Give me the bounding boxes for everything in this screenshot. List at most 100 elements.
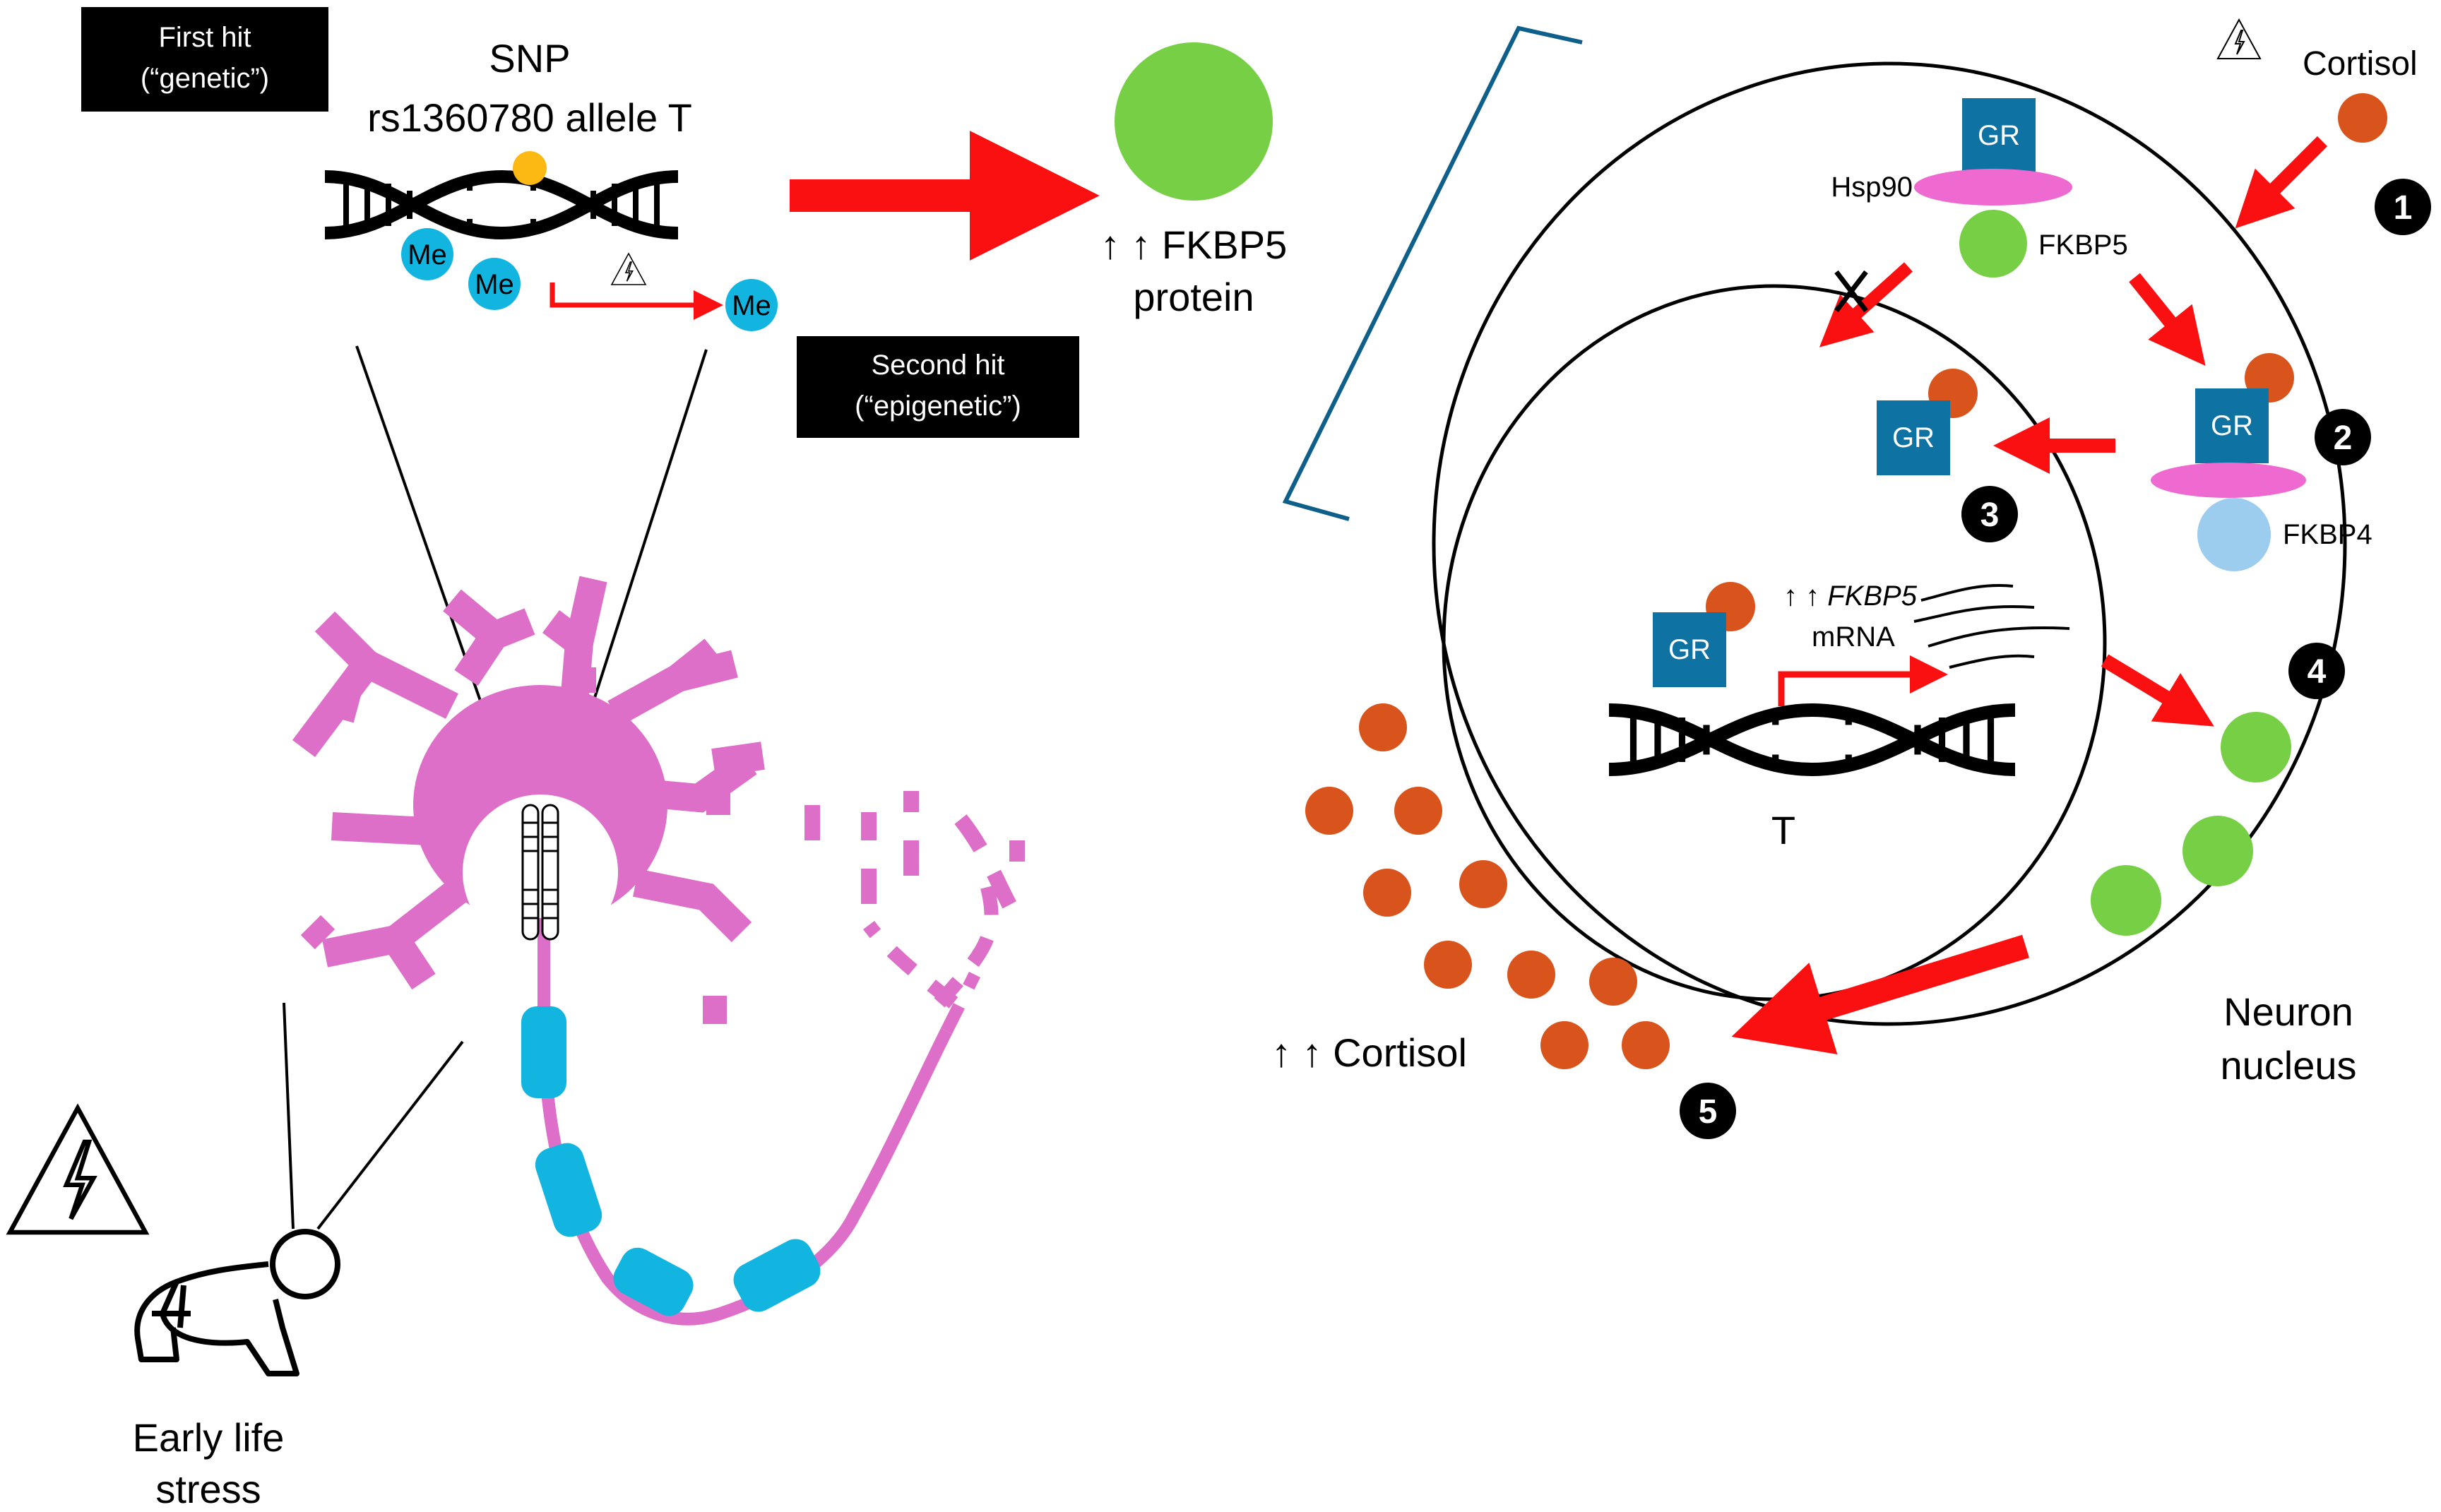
- cortisol-label: Cortisol: [2303, 45, 2418, 83]
- cortisol-cluster: [1305, 703, 1670, 1069]
- zoom-bracket: [1282, 25, 1583, 521]
- cortisol-molecule: [1424, 941, 1472, 989]
- gr-label: GR: [1892, 422, 1935, 453]
- baby-icon: [134, 1229, 340, 1376]
- fkbp5-protein-icon: [2182, 816, 2253, 886]
- svg-text:4: 4: [2308, 653, 2327, 691]
- cortisol-binding-arrow: [2129, 273, 2206, 367]
- mrna-prefix: ↑ ↑: [1783, 581, 1827, 612]
- hsp90-label: Hsp90: [1831, 172, 1913, 203]
- methylation-arrow: [550, 282, 723, 320]
- neuron-cell-outline: [1432, 61, 2347, 1026]
- cortisol-molecule: [1589, 958, 1637, 1006]
- myelin-sheath: [521, 1006, 566, 1098]
- cortisol-molecule: [1622, 1021, 1670, 1069]
- step-1-badge: 1: [2375, 179, 2431, 235]
- fkbp4-icon: [2197, 498, 2271, 571]
- cortisol-entry-arrow: [2235, 136, 2328, 229]
- svg-text:5: 5: [1699, 1093, 1718, 1131]
- cortisol-molecule: [1540, 1021, 1588, 1069]
- gr-receptor-icon: [1653, 612, 1726, 687]
- myelin-sheath: [613, 1247, 694, 1316]
- mrna-label: ↑ ↑ FKBP5: [1783, 581, 1918, 612]
- myelin-sheath: [733, 1239, 821, 1312]
- transcription-arrow: [1778, 655, 1948, 706]
- early-life-stress-label: Early life: [133, 1415, 285, 1460]
- step-4-badge: 4: [2288, 643, 2345, 699]
- chromosome-icon: [521, 804, 559, 941]
- neuron-nucleus-outline: [1442, 284, 2107, 1001]
- gr-receptor-icon: [2195, 388, 2269, 463]
- fkbp5-protein-label: ↑ ↑ FKBP5: [1100, 222, 1288, 267]
- cortisol-molecule: [1507, 951, 1555, 999]
- fkbp5-protein-sublabel: protein: [1133, 275, 1254, 319]
- translation-arrow: [2101, 654, 2214, 727]
- neuron: [292, 576, 1025, 1326]
- first-hit-title: First hit: [158, 22, 251, 53]
- methyl-group-2: Me: [468, 258, 521, 310]
- early-life-stress-sublabel: stress: [155, 1467, 261, 1511]
- first-hit-subtitle: (“genetic”): [141, 63, 269, 94]
- neuron-nucleus-sublabel: nucleus: [2220, 1043, 2356, 1088]
- step-3-badge: 3: [1961, 486, 2018, 542]
- snp-allele-label: rs1360780 allele T: [367, 95, 692, 140]
- cortisol-molecule: [1359, 703, 1407, 751]
- second-hit-label: Second hit (“epigenetic”): [797, 336, 1079, 438]
- allele-t-label: T: [1771, 808, 1795, 852]
- mrna-sublabel: mRNA: [1812, 621, 1895, 653]
- methyl-label: Me: [732, 290, 771, 321]
- gr-receptor-icon: [1962, 98, 2036, 173]
- step-5-badge: 5: [1680, 1083, 1736, 1139]
- blocked-translocation-arrow: [1819, 262, 1913, 347]
- gr-cortisol-dna-bound: GR: [1653, 582, 1755, 687]
- step-2-badge: 2: [2315, 409, 2371, 465]
- svg-text:2: 2: [2334, 419, 2353, 457]
- gr-hsp90-fkbp4-complex: GR FKBP4: [2151, 353, 2372, 571]
- methyl-label: Me: [475, 269, 514, 300]
- neuron-nucleus-label: Neuron: [2223, 989, 2353, 1034]
- gr-label: GR: [1668, 634, 1711, 665]
- svg-text:3: 3: [1980, 496, 2000, 534]
- zoom-line-baby-right: [316, 1040, 464, 1230]
- cortisol-release-arrow: [1731, 934, 2029, 1055]
- gr-receptor-icon: [1877, 400, 1950, 475]
- fkbp5-protein-icon: [2091, 865, 2161, 936]
- gr-label: GR: [2211, 410, 2253, 441]
- second-hit-title: Second hit: [871, 350, 1004, 381]
- mrna-strands-icon: [1913, 584, 2070, 669]
- fkbp5-protein-icon: [2221, 712, 2291, 782]
- gr-hsp90-fkbp5-complex: GR Hsp90 FKBP5: [1831, 98, 2128, 278]
- hsp90-icon: [1914, 169, 2072, 206]
- gr-cortisol-nuclear: GR: [1877, 369, 1978, 475]
- svg-text:1: 1: [2394, 189, 2413, 227]
- fkbp5-protein-icon: [1115, 42, 1273, 201]
- high-cortisol-label: ↑ ↑ Cortisol: [1271, 1030, 1467, 1075]
- fkbp4-label: FKBP4: [2283, 519, 2372, 550]
- hsp90-icon: [2151, 463, 2306, 498]
- dna-helix: [325, 177, 678, 233]
- fkbp5-label: FKBP5: [2038, 230, 2128, 261]
- snp-marker-icon: [513, 151, 547, 185]
- fkbp5-icon: [1959, 210, 2027, 278]
- methyl-group-1: Me: [401, 228, 453, 280]
- snp-title: SNP: [489, 36, 570, 81]
- myelin-sheath: [535, 1143, 602, 1237]
- stress-warning-icon: [611, 253, 646, 285]
- cortisol-molecule: [1394, 787, 1442, 835]
- first-hit-label: First hit (“genetic”): [81, 7, 328, 112]
- early-stress-warning-icon: [10, 1108, 145, 1232]
- zoom-line-baby-left: [283, 1002, 295, 1230]
- cortisol-molecule: [2338, 93, 2387, 143]
- second-hit-subtitle: (“epigenetic”): [855, 391, 1021, 422]
- cortisol-molecule: [1363, 869, 1411, 917]
- cortisol-warning-icon: [2217, 19, 2261, 59]
- mrna-gene: FKBP5: [1827, 581, 1917, 612]
- methyl-group-3: Me: [725, 279, 778, 331]
- block-cross-icon: [1834, 270, 1868, 313]
- cortisol-molecule: [1305, 787, 1353, 835]
- nuclear-dna-helix: [1609, 710, 2015, 770]
- gr-label: GR: [1978, 120, 2020, 151]
- methyl-label: Me: [408, 239, 447, 270]
- cortisol-molecule: [1459, 860, 1507, 908]
